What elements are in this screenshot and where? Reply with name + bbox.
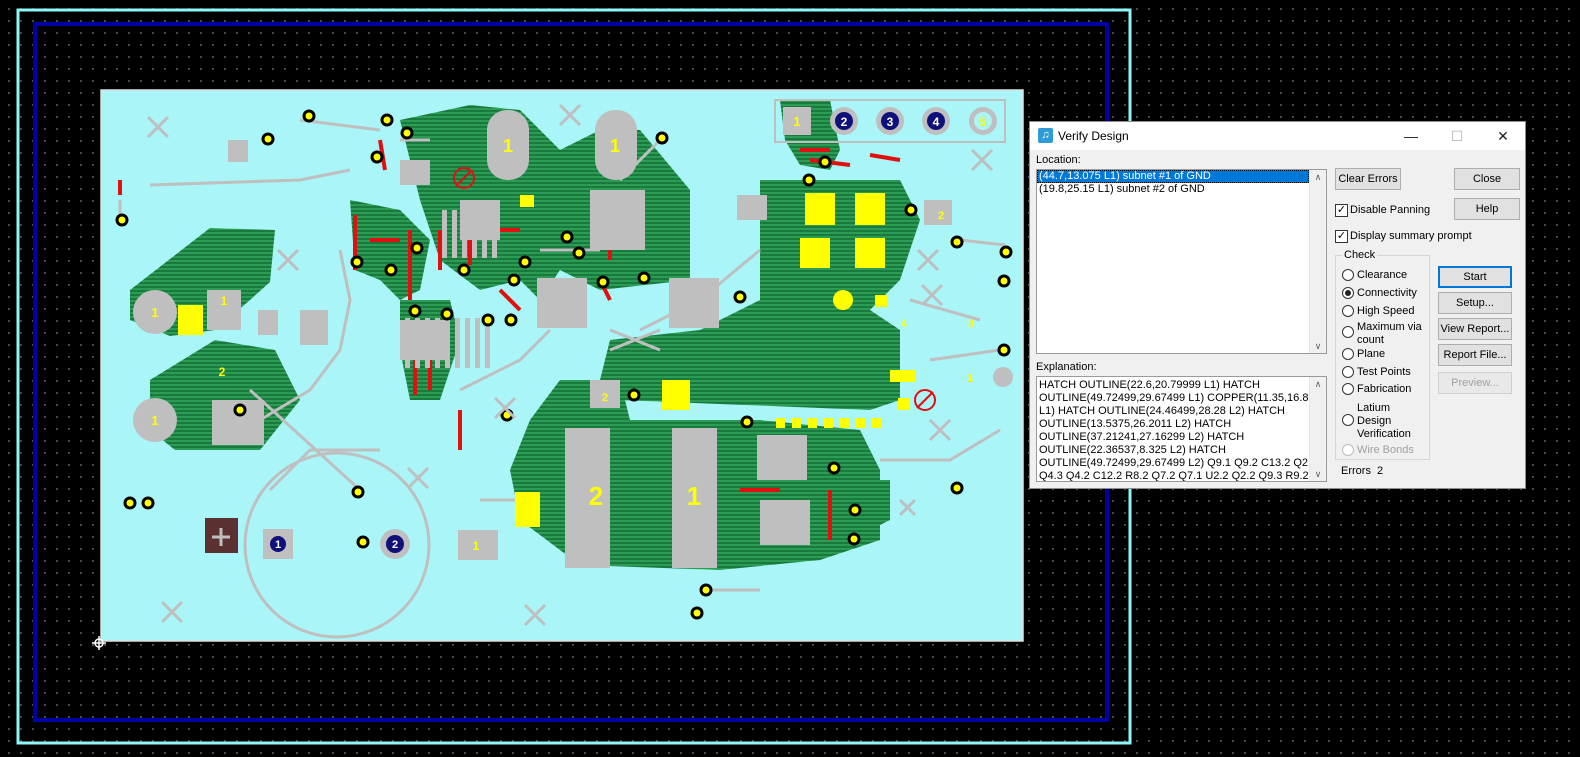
latium-design-verification-label: Latium Design Verification bbox=[1357, 402, 1411, 440]
help-button[interactable]: Help bbox=[1454, 198, 1520, 220]
svg-text:1: 1 bbox=[687, 481, 701, 511]
explanation-line: OUTLINE(22.36537,8.325 L2) HATCH bbox=[1039, 444, 1226, 456]
clear-errors-button[interactable]: Clear Errors bbox=[1335, 168, 1401, 190]
maximum-via-count-label: Maximum via count bbox=[1357, 321, 1422, 346]
plane-radio[interactable] bbox=[1342, 348, 1354, 360]
location-item[interactable]: (19.8,25.15 L1) subnet #2 of GND bbox=[1039, 183, 1205, 195]
scroll-down-icon[interactable]: ∨ bbox=[1314, 341, 1322, 351]
copper-traces bbox=[118, 118, 1006, 592]
explanation-label: Explanation: bbox=[1036, 361, 1097, 373]
explanation-line: OUTLINE(49.72499,29.67499 L2) Q9.1 Q9.2 … bbox=[1039, 457, 1309, 469]
verify-design-app-icon: ♫ bbox=[1038, 128, 1053, 143]
svg-text:2: 2 bbox=[219, 365, 226, 379]
svg-text:1: 1 bbox=[151, 413, 158, 428]
clearance-radio[interactable] bbox=[1342, 269, 1354, 281]
test-points-radio[interactable] bbox=[1342, 366, 1354, 378]
svg-text:2: 2 bbox=[602, 392, 608, 404]
report-file-button[interactable]: Report File... bbox=[1438, 344, 1512, 366]
drc-error-marker-icon[interactable] bbox=[453, 167, 936, 411]
explanation-line: HATCH OUTLINE(22.6,20.79999 L1) HATCH bbox=[1039, 379, 1260, 391]
yellow-pads bbox=[178, 193, 915, 527]
test-points-label: Test Points bbox=[1357, 366, 1411, 378]
svg-text:1: 1 bbox=[967, 373, 973, 385]
check-group-label: Check bbox=[1342, 249, 1378, 261]
start-button[interactable]: Start bbox=[1438, 266, 1512, 288]
maximize-icon[interactable]: ☐ bbox=[1450, 128, 1464, 144]
svg-text:2: 2 bbox=[841, 115, 848, 129]
explanation-line: L1) HATCH OUTLINE(24.46499,28.28 L2) HAT… bbox=[1039, 405, 1285, 417]
pad-round-2-hole bbox=[386, 535, 404, 553]
origin-marker bbox=[92, 636, 106, 650]
preview-button[interactable]: Preview... bbox=[1438, 372, 1512, 394]
disable-panning-checkbox[interactable]: ✓ bbox=[1335, 204, 1348, 217]
connector-pins bbox=[783, 107, 997, 135]
view-report-button[interactable]: View Report... bbox=[1438, 318, 1512, 340]
close-button[interactable]: Close bbox=[1454, 168, 1520, 190]
errors-label: Errors bbox=[1341, 465, 1371, 477]
svg-text:3: 3 bbox=[887, 115, 894, 129]
svg-text:4: 4 bbox=[901, 318, 908, 330]
vias bbox=[115, 109, 1013, 620]
plane-label: Plane bbox=[1357, 348, 1386, 360]
dialog-titlebar[interactable]: ♫ Verify Design — ☐ ✕ bbox=[1030, 122, 1525, 150]
display-summary-prompt-checkbox[interactable]: ✓ bbox=[1335, 230, 1348, 243]
connector-body bbox=[774, 99, 1006, 143]
svg-text:4: 4 bbox=[933, 115, 940, 129]
explanation-line: OUTLINE(13.5375,26.2011 L2) HATCH bbox=[1039, 418, 1232, 430]
svg-text:2: 2 bbox=[392, 539, 398, 551]
dialog-title: Verify Design bbox=[1058, 129, 1129, 143]
minimize-icon[interactable]: — bbox=[1404, 128, 1418, 144]
svg-text:1: 1 bbox=[610, 136, 620, 156]
svg-text:1: 1 bbox=[503, 136, 513, 156]
explanation-line: Q4.3 Q4.2 C12.2 R8.2 Q7.2 Q7.1 U2.2 Q2.2… bbox=[1039, 470, 1309, 482]
svg-text:1: 1 bbox=[793, 114, 800, 129]
explanation-scrollbar[interactable]: ∧ ∨ bbox=[1309, 377, 1326, 481]
latium-design-verification-radio[interactable] bbox=[1342, 414, 1354, 426]
close-icon[interactable]: ✕ bbox=[1497, 128, 1509, 144]
explanation-line: OUTLINE(49.72499,29.67499 L1) COPPER(11.… bbox=[1039, 392, 1309, 404]
svg-text:3: 3 bbox=[968, 318, 974, 330]
location-scrollbar[interactable]: ∧ ∨ bbox=[1309, 170, 1326, 353]
mesh-pads bbox=[181, 307, 540, 520]
svg-text:2: 2 bbox=[589, 481, 603, 511]
svg-text:1: 1 bbox=[275, 539, 281, 551]
location-label: Location: bbox=[1036, 154, 1081, 166]
pad-labels: 1 1 2 1 1 2 3 4 5 1 1 1 2 1 2 1 2 3 4 1 … bbox=[151, 114, 986, 553]
location-list[interactable]: (44.7,13.075 L1) subnet #1 of GND (19.8,… bbox=[1036, 169, 1327, 354]
fabrication-label: Fabrication bbox=[1357, 383, 1412, 395]
connectivity-radio[interactable] bbox=[1342, 287, 1354, 299]
maximum-via-count-radio[interactable] bbox=[1342, 326, 1354, 338]
ic-pins bbox=[405, 210, 497, 368]
errors-count: 2 bbox=[1377, 465, 1384, 477]
wire-bonds-label: Wire Bonds bbox=[1357, 444, 1414, 456]
clearance-label: Clearance bbox=[1357, 269, 1408, 281]
pad-square-1-hole bbox=[270, 536, 286, 552]
scroll-down-icon[interactable]: ∨ bbox=[1314, 469, 1322, 479]
scroll-up-icon[interactable]: ∧ bbox=[1314, 379, 1322, 389]
svg-text:5: 5 bbox=[980, 115, 987, 129]
plus-symbol bbox=[212, 528, 230, 546]
svg-text:1: 1 bbox=[473, 539, 480, 553]
setup-button[interactable]: Setup... bbox=[1438, 292, 1512, 314]
location-item[interactable]: (44.7,13.075 L1) subnet #1 of GND bbox=[1037, 170, 1309, 183]
large-capacitor-outline bbox=[243, 451, 431, 639]
svg-text:1: 1 bbox=[151, 305, 158, 320]
verify-design-dialog: ♫ Verify Design — ☐ ✕ Location: (44.7,13… bbox=[1029, 121, 1526, 489]
connectivity-label: Connectivity bbox=[1357, 287, 1417, 299]
high-speed-label: High Speed bbox=[1357, 305, 1415, 317]
wire-bonds-radio[interactable] bbox=[1342, 444, 1354, 456]
scroll-up-icon[interactable]: ∧ bbox=[1314, 172, 1322, 182]
high-speed-radio[interactable] bbox=[1342, 305, 1354, 317]
display-summary-prompt-label: Display summary prompt bbox=[1350, 230, 1472, 242]
fabrication-radio[interactable] bbox=[1342, 383, 1354, 395]
round-pads bbox=[133, 290, 1013, 442]
check-group bbox=[1335, 255, 1430, 460]
x-markers bbox=[146, 103, 994, 627]
explanation-line: OUTLINE(37.21241,27.16299 L2) HATCH bbox=[1039, 431, 1245, 443]
disable-panning-label: Disable Panning bbox=[1350, 204, 1431, 216]
explanation-text[interactable]: HATCH OUTLINE(22.6,20.79999 L1) HATCH OU… bbox=[1036, 376, 1327, 482]
svg-text:1: 1 bbox=[221, 294, 228, 308]
svg-text:2: 2 bbox=[938, 210, 944, 222]
